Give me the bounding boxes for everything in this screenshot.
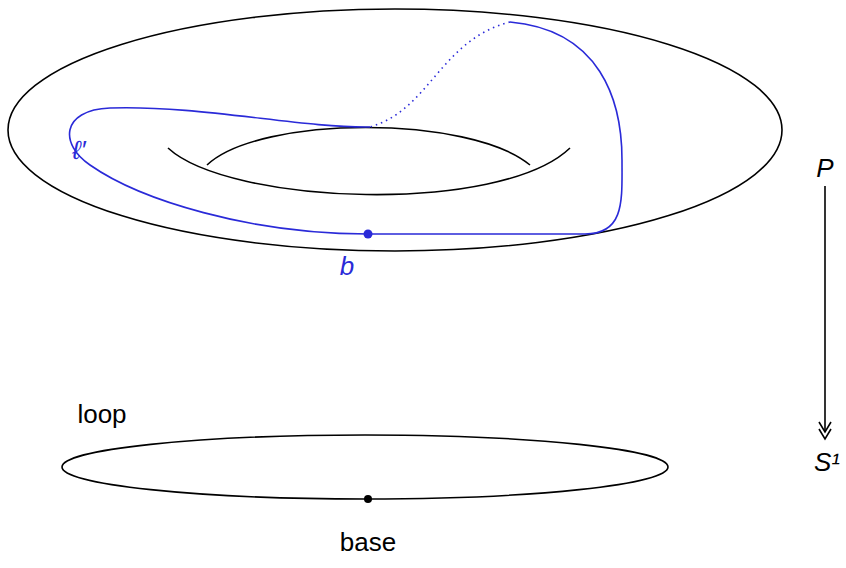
- circle: [62, 435, 668, 499]
- loop-curve: [70, 108, 370, 234]
- torus-outline: [8, 9, 782, 251]
- point-label: base: [340, 529, 396, 555]
- base-point: [364, 495, 372, 503]
- loop-curve: [368, 22, 622, 234]
- point-label: b: [340, 253, 354, 279]
- projection-arrow: [824, 186, 826, 432]
- arrow-head: [819, 422, 831, 439]
- curve-label: ℓ′: [72, 137, 85, 163]
- space-label: S¹: [814, 449, 840, 475]
- loop-hidden: [370, 22, 510, 127]
- torus-hole-upper: [207, 128, 530, 166]
- space-label: P: [816, 155, 833, 181]
- torus-hole-lower: [168, 148, 570, 195]
- curve-label: loop: [77, 401, 126, 427]
- base-point: [364, 230, 373, 239]
